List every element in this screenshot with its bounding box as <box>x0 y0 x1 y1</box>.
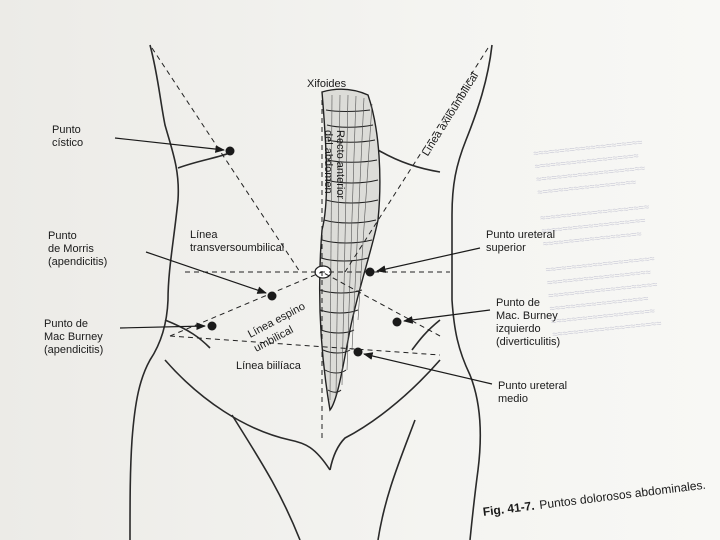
label-punto-macburney-izq-2: Mac. Burney <box>496 310 558 322</box>
linea-biiliaca <box>169 335 441 356</box>
torso-outline <box>129 44 493 540</box>
arrow-punto-ureteral-medio <box>363 352 493 385</box>
label-punto-macburney-izq-1: Punto de <box>496 297 541 309</box>
punto-macburney-izq-dot <box>392 317 402 327</box>
label-punto-macburney-izq-3: izquierdo <box>496 323 541 335</box>
punto-ureteral-superior-dot <box>365 267 375 277</box>
arrow-punto-ureteral-superior <box>376 247 481 273</box>
punto-morris-dot <box>267 291 277 301</box>
label-punto-ureteral-medio-2: medio <box>498 393 528 405</box>
label-punto-macburney-3: (apendicitis) <box>44 344 104 356</box>
label-del-abdomen: del abdomen <box>322 130 334 194</box>
label-punto-macburney-2: Mac Burney <box>44 331 103 343</box>
punto-macburney-dot <box>207 321 217 331</box>
label-xifoides: Xifoides <box>307 78 347 90</box>
reference-lines <box>151 47 489 440</box>
punto-cistico-dot <box>225 146 235 156</box>
arrow-punto-morris <box>145 251 267 294</box>
label-punto-ureteral-superior-2: superior <box>486 242 526 254</box>
punto-ureteral-medio-dot <box>353 347 363 357</box>
label-punto-morris-2: de Morris <box>48 243 94 255</box>
label-arrows <box>114 137 493 385</box>
label-linea-transversoumbilical-1: Línea <box>190 229 218 241</box>
linea-espinoumbilical <box>169 271 323 337</box>
label-punto-macburney-izq-4: (diverticulitis) <box>496 336 561 348</box>
label-punto-morris-3: (apendicitis) <box>48 256 108 268</box>
linea-espinoumbilical-right <box>321 271 441 337</box>
label-linea-biiliaca: Línea biilíaca <box>236 360 301 372</box>
label-recto-anterior: Recto anterior <box>334 130 346 200</box>
label-punto-ureteral-medio-1: Punto ureteral <box>498 380 568 392</box>
label-linea-transversoumbilical-2: transversoumbilical <box>190 242 285 254</box>
rectus-abdominis-muscle <box>314 88 381 412</box>
pain-points <box>207 146 402 357</box>
label-punto-ureteral-superior-1: Punto ureteral <box>486 229 556 241</box>
arrow-punto-macburney-izq <box>403 309 491 324</box>
label-punto-cistico-2: cístico <box>52 137 84 149</box>
arrow-punto-macburney <box>119 322 206 331</box>
label-punto-cistico-1: Punto <box>52 124 81 136</box>
label-punto-macburney-1: Punto de <box>44 318 89 330</box>
arrow-punto-cistico <box>114 137 225 153</box>
label-punto-morris-1: Punto <box>48 230 77 242</box>
